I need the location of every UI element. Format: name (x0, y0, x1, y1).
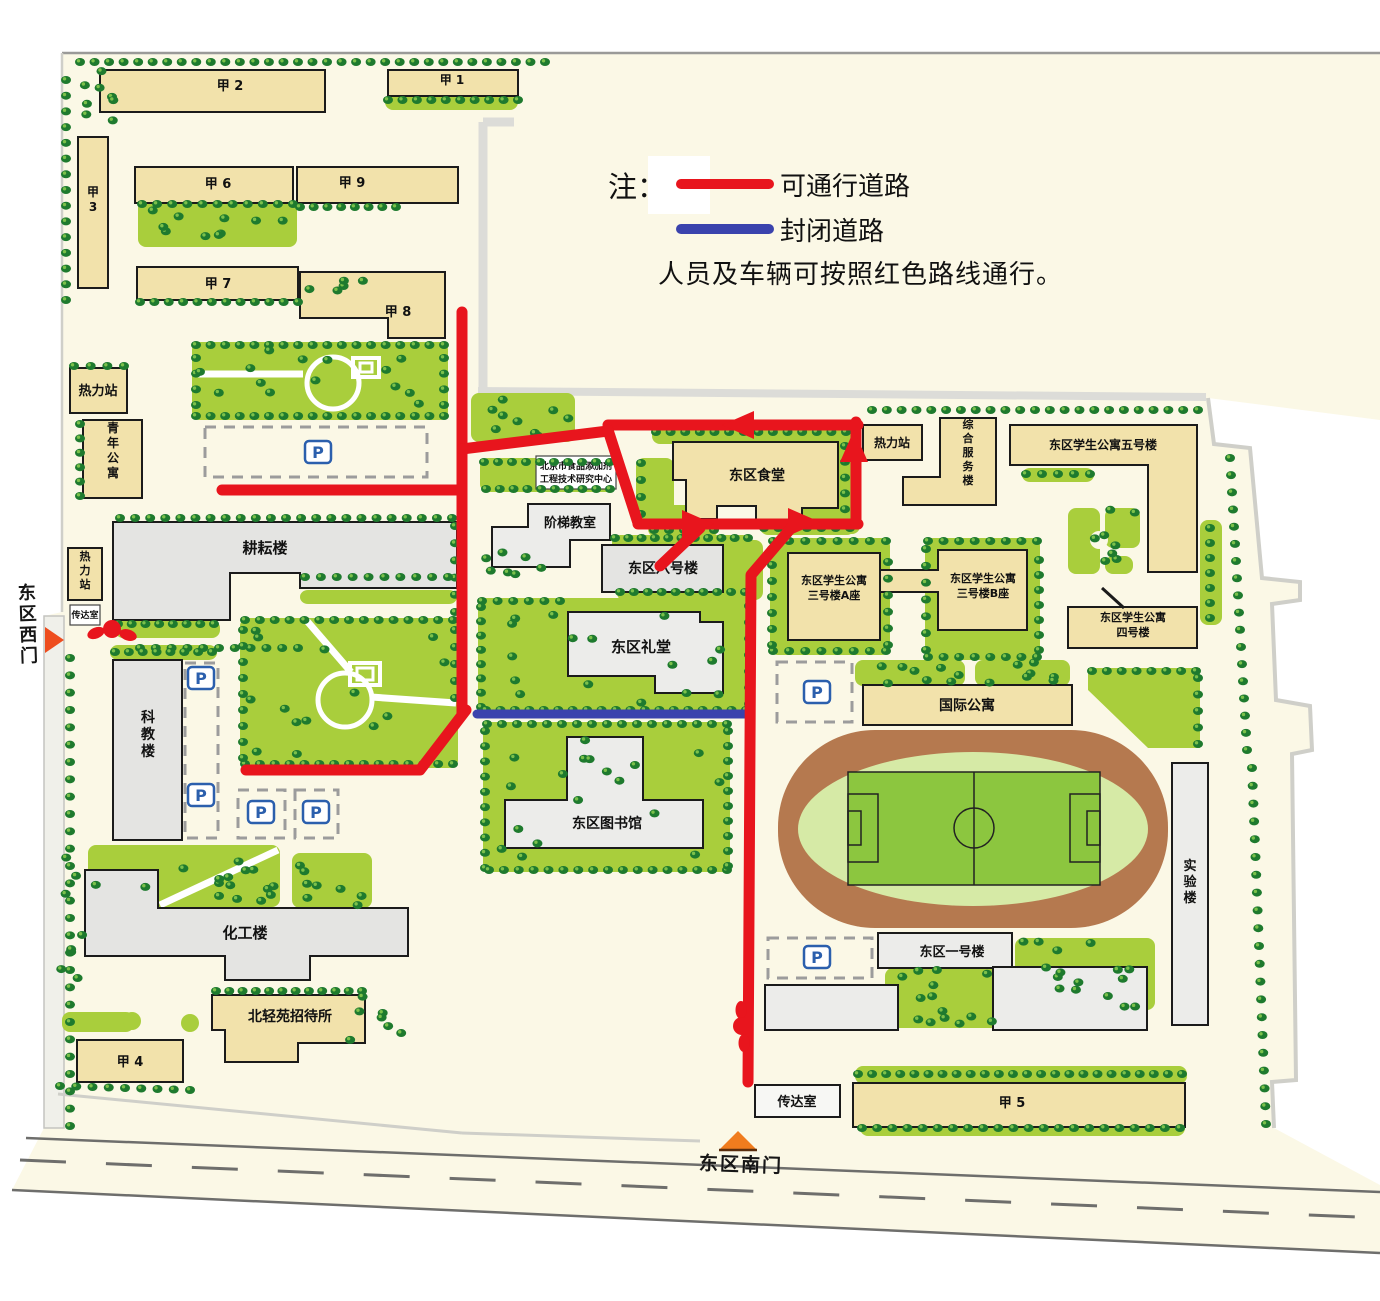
boundaries (11, 51, 1380, 1255)
route-arrow-icon (722, 411, 754, 439)
building-label-jia-8: 甲 8 (385, 305, 412, 320)
west-gate-stop-marker-icon (87, 620, 137, 641)
building-label-canteen: 东区食堂 (729, 467, 785, 484)
passable-road-line (456, 425, 614, 455)
route-arrow-icon (840, 430, 868, 462)
parking-sign-label: P (195, 669, 207, 688)
building-building-1 (877, 932, 1013, 969)
building-jia-7 (136, 266, 299, 301)
building-student-apartment-5 (1009, 424, 1198, 573)
parking-area (236, 788, 287, 840)
building-label-thermal-station-nw: 热力站 (78, 383, 117, 399)
building-reception-west (69, 604, 101, 626)
building-label-auditorium: 东区礼堂 (611, 638, 671, 656)
building-beiqingyuan-guesthouse (211, 994, 366, 1063)
building-science-education-building (112, 659, 183, 841)
building-youth-apartment (82, 419, 143, 499)
building-label-chemical-engineering-building: 化工楼 (222, 924, 267, 942)
building-label-jia-5: 甲 5 (999, 1096, 1026, 1111)
parking-area (203, 425, 429, 479)
parking-sign-label: P (310, 803, 322, 822)
building-jia-3 (77, 136, 109, 289)
passable-road-line (240, 704, 472, 776)
building-label-student-apartment-5: 东区学生公寓五号楼 (1049, 437, 1157, 452)
building-student-apartment-3a (787, 552, 881, 641)
parking-area (183, 661, 220, 840)
route-arrow-icon (788, 508, 820, 536)
building-student-apartment-4 (1067, 606, 1198, 649)
passable-road-line (602, 424, 644, 529)
building-reception-south (754, 1084, 841, 1118)
building-label-jia-9: 甲 9 (339, 176, 366, 191)
parking-sign (186, 782, 216, 808)
building-label-jia-2: 甲 2 (217, 79, 244, 94)
parking-area (775, 660, 854, 724)
building-jia-9 (296, 166, 459, 204)
building-thermal-station-w (67, 547, 103, 601)
parking-sign (246, 799, 276, 825)
building-label-jia-1: 甲 1 (440, 73, 465, 87)
building-label-student-apartment-3b: 东区学生公寓三号楼B座 (950, 571, 1016, 600)
building-chemical-engineering-building (84, 869, 409, 981)
building-lecture-theater (491, 503, 611, 568)
building-library (504, 736, 704, 849)
building-label-international-apartment: 国际公寓 (939, 697, 995, 714)
building-label-thermal-station-e: 热力站 (874, 435, 910, 450)
building-label-reception-south: 传达室 (776, 1094, 816, 1110)
west-gate-triangle-icon (45, 627, 64, 653)
building-label-science-education-building: 科教楼 (141, 709, 156, 760)
building-building-1 (764, 984, 899, 1031)
south-gate-stop-marker-icon (733, 1001, 751, 1052)
passable-road-line (742, 521, 798, 1088)
building-label-youth-apartment: 青年公寓 (107, 420, 119, 480)
parking-sign (301, 799, 331, 825)
building-label-student-apartment-4: 东区学生公寓四号楼 (1100, 610, 1166, 639)
parking-sign (303, 439, 333, 465)
parking-sign-label: P (312, 443, 324, 462)
building-canteen (672, 441, 839, 521)
parking-areas: P P P P P P P (183, 425, 874, 980)
building-label-jia-7: 甲 7 (205, 277, 232, 292)
building-laboratory-building (1171, 762, 1209, 1026)
gates (45, 627, 757, 1152)
building-jia-2 (99, 69, 326, 113)
parking-sign (802, 944, 832, 970)
building-thermal-station-e (862, 424, 923, 461)
south-gate-triangle-icon (719, 1131, 757, 1150)
parking-sign (186, 665, 216, 691)
parking-sign-label: P (811, 683, 823, 702)
building-label-comprehensive-service-building: 综合服务楼 (963, 417, 975, 487)
building-label-building-1: 东区一号楼 (919, 944, 984, 960)
building-label-gengyun-building: 耕耘楼 (242, 539, 287, 557)
route-arrow-icon (682, 510, 714, 538)
building-international-apartment (862, 684, 1073, 726)
building-label-jia-6: 甲 6 (205, 177, 232, 192)
building-thermal-station-nw (69, 367, 128, 414)
building-label-jia-4: 甲 4 (117, 1055, 144, 1070)
building-label-beiqingyuan-guesthouse: 北轻苑招待所 (248, 1008, 332, 1025)
routes (87, 306, 868, 1088)
building-label-student-apartment-3a: 东区学生公寓三号楼A座 (801, 573, 867, 602)
building-label-laboratory-building: 实验楼 (1183, 858, 1197, 906)
passable-road-line (654, 522, 706, 572)
building-comprehensive-service-building (902, 417, 997, 506)
parking-area (293, 788, 340, 840)
parking-sign-label: P (811, 948, 823, 967)
building-label-library: 东区图书馆 (572, 815, 642, 832)
parking-sign-label: P (255, 803, 267, 822)
building-label-reception-west: 传达室 (70, 609, 98, 621)
building-jia-5 (852, 1082, 1186, 1128)
sports-field (778, 730, 1168, 928)
building-jia-1 (387, 69, 519, 97)
building-student-apartment-3b (879, 549, 1028, 631)
building-label-thermal-station-w: 热力站 (80, 549, 91, 591)
parking-area (766, 936, 874, 980)
building-jia-4 (76, 1039, 184, 1083)
parking-sign-label: P (195, 786, 207, 805)
building-label-lecture-theater: 阶梯教室 (544, 515, 596, 531)
parking-sign (802, 679, 832, 705)
